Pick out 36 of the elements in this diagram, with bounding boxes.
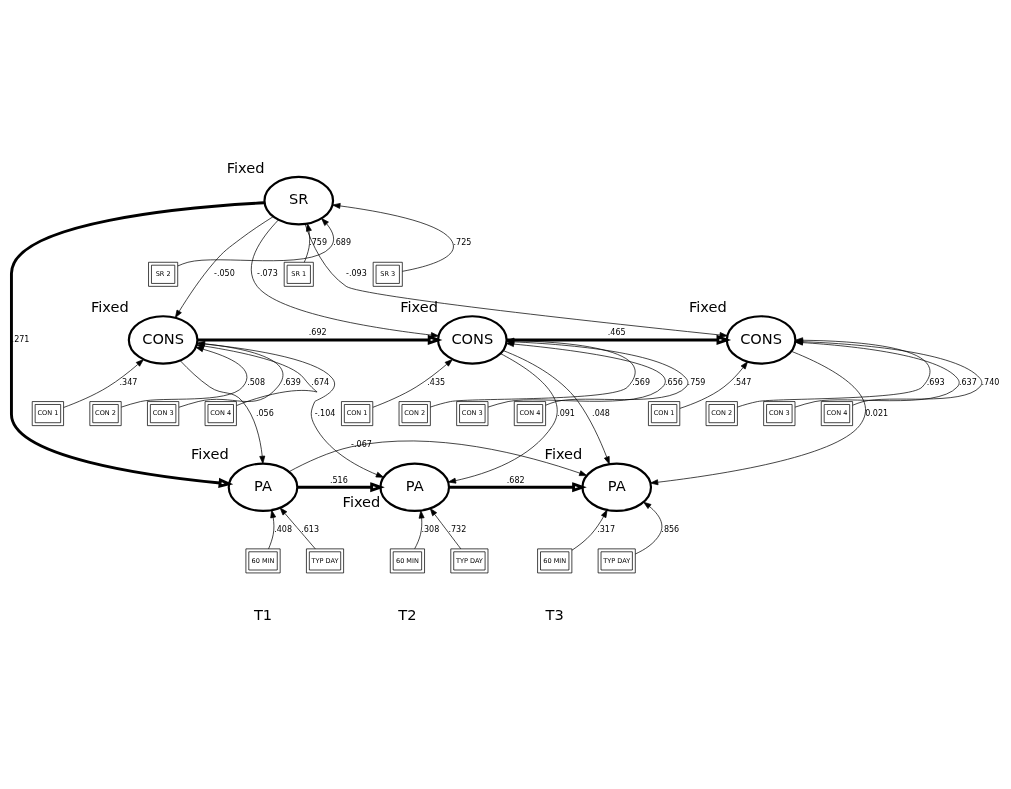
- arrow: [179, 359, 266, 464]
- arrow: [303, 222, 312, 263]
- label: T1: [253, 605, 273, 623]
- arrow: [679, 360, 748, 409]
- arrow: [304, 223, 728, 338]
- arrow: [10, 200, 265, 488]
- node-label: Fixed: [226, 158, 265, 176]
- arrow: [297, 481, 385, 492]
- node-ellipse: PA: [227, 461, 299, 512]
- arrow: [449, 481, 587, 492]
- arrow: [279, 507, 316, 549]
- arrow: [429, 507, 462, 549]
- node-label: Fixed: [688, 297, 727, 315]
- arrow: [414, 509, 425, 549]
- arrow: [372, 358, 453, 408]
- node-ellipse: CONS: [725, 314, 797, 365]
- node-label: Fixed: [342, 492, 381, 510]
- arrow: [177, 217, 334, 266]
- node-label: Fixed: [190, 444, 229, 462]
- arrow: [502, 349, 610, 464]
- arrow: [650, 350, 866, 485]
- node-label: Fixed: [91, 297, 129, 315]
- arrow: [175, 215, 274, 318]
- node-ellipse: PA: [379, 461, 451, 512]
- arrow: [635, 501, 663, 554]
- node-label: Fixed: [544, 444, 583, 462]
- arrow: [268, 509, 277, 549]
- label: T2: [398, 605, 417, 623]
- node-label: Fixed: [400, 297, 438, 315]
- arrow: [332, 202, 454, 272]
- arrow: [288, 440, 588, 476]
- arrow: [448, 352, 558, 483]
- arrow: [63, 358, 144, 408]
- arrow: [571, 509, 608, 551]
- arrow: [250, 219, 439, 338]
- label: T3: [545, 605, 564, 623]
